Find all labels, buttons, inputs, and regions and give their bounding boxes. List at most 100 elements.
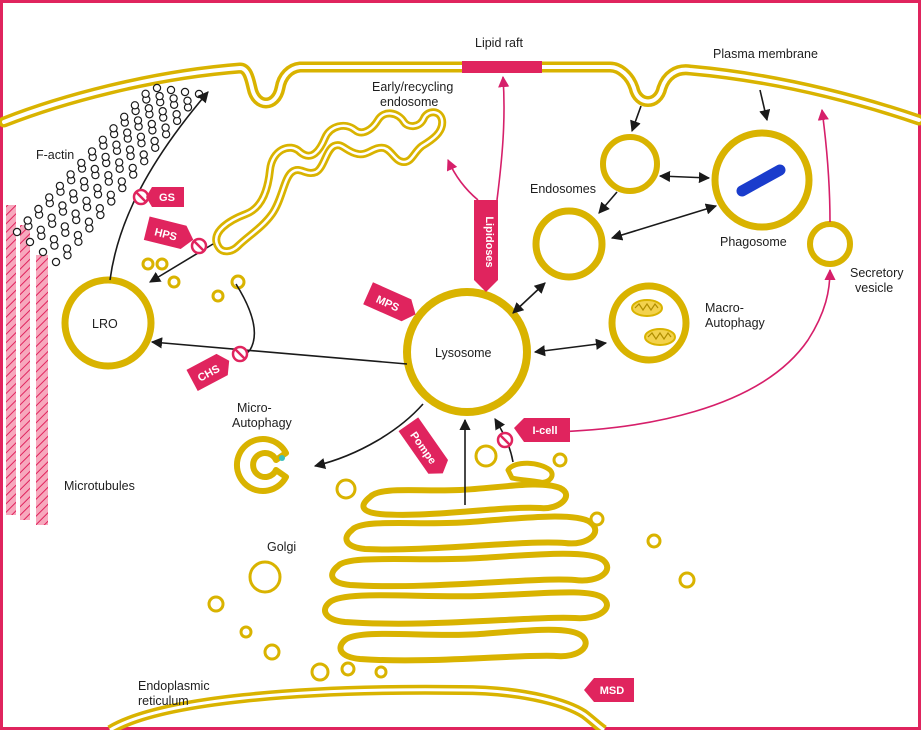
label-early-endosome: Early/recycling bbox=[372, 80, 453, 94]
label-plasma-membrane: Plasma membrane bbox=[713, 47, 818, 61]
inhibition-icon-gs bbox=[132, 188, 150, 206]
actin-monomer bbox=[180, 87, 190, 97]
actin-monomer bbox=[161, 130, 171, 139]
label-early-endosome-2: endosome bbox=[380, 95, 438, 109]
label-lro: LRO bbox=[92, 317, 118, 331]
label-endosomes: Endosomes bbox=[530, 182, 596, 196]
label-golgi: Golgi bbox=[267, 540, 296, 554]
actin-monomer bbox=[122, 128, 132, 137]
endoplasmic-reticulum bbox=[107, 684, 607, 730]
actin-monomer bbox=[55, 181, 65, 191]
actin-monomer bbox=[36, 225, 46, 234]
transport-vesicle bbox=[207, 595, 225, 613]
actin-monomer bbox=[109, 124, 118, 133]
actin-monomer bbox=[98, 135, 108, 144]
actin-monomer bbox=[152, 83, 162, 93]
label-microtubules: Microtubules bbox=[64, 479, 135, 493]
label-phagosome: Phagosome bbox=[720, 235, 787, 249]
actin-monomer bbox=[77, 158, 86, 168]
actin-monomer bbox=[169, 94, 178, 103]
tag-lipidoses: Lipidoses bbox=[474, 200, 498, 292]
tag-hps: HPS bbox=[143, 216, 194, 250]
inhibition-icon-icell bbox=[496, 431, 514, 449]
transport-vesicle bbox=[678, 571, 696, 589]
transport-vesicle bbox=[474, 444, 498, 468]
transport-vesicle bbox=[211, 289, 225, 303]
actin-monomer bbox=[85, 224, 94, 233]
inhibition-icon-hps bbox=[190, 237, 208, 255]
transport-vesicle bbox=[167, 275, 181, 289]
tag-icell: I-cell bbox=[514, 418, 570, 442]
actin-monomer bbox=[136, 132, 146, 141]
actin-monomer bbox=[133, 116, 143, 125]
transport-vesicle bbox=[263, 643, 281, 661]
actin-monomer bbox=[71, 209, 80, 218]
actin-monomer bbox=[62, 244, 72, 253]
actin-monomer bbox=[144, 103, 153, 113]
actin-monomer bbox=[96, 210, 105, 220]
label-lipid-raft: Lipid raft bbox=[475, 36, 523, 50]
actin-monomer bbox=[106, 190, 116, 199]
small-vesicles bbox=[141, 257, 696, 682]
actin-monomer bbox=[119, 112, 129, 122]
label-er: Endoplasmic bbox=[138, 679, 210, 693]
inhibition-icon bbox=[132, 188, 514, 449]
transport-vesicle bbox=[646, 533, 662, 549]
actin-monomer bbox=[93, 183, 102, 193]
actin-monomer bbox=[172, 109, 181, 119]
actin-monomer bbox=[139, 150, 148, 159]
lipid-raft bbox=[462, 61, 542, 73]
mitochondria bbox=[631, 299, 676, 346]
label-macro: Macro- bbox=[705, 301, 744, 315]
lysosome bbox=[403, 288, 531, 416]
actin-monomer bbox=[107, 197, 116, 206]
label-micro: Micro- bbox=[237, 401, 272, 415]
svg-text:HPS: HPS bbox=[153, 226, 178, 243]
label-macro-autophagy: Autophagy bbox=[705, 316, 766, 330]
transport-vesicle bbox=[552, 452, 568, 468]
actin-monomer bbox=[125, 145, 135, 154]
transport-vesicle bbox=[248, 560, 282, 594]
label-er-2: reticulum bbox=[138, 694, 189, 708]
secretory-vesicle bbox=[807, 221, 853, 267]
label-lysosome: Lysosome bbox=[435, 346, 492, 360]
golgi bbox=[322, 460, 611, 664]
transport-vesicle bbox=[155, 257, 169, 271]
actin-monomer bbox=[58, 201, 67, 210]
autophagosome bbox=[608, 282, 690, 364]
tag-chs: CHS bbox=[186, 353, 230, 392]
lipid-raft-arrows bbox=[446, 75, 836, 433]
svg-text:GS: GS bbox=[159, 192, 175, 204]
tag-pompe: Pompe bbox=[398, 417, 449, 474]
actin-monomer bbox=[128, 163, 137, 173]
actin-monomer bbox=[47, 213, 56, 222]
svg-text:MSD: MSD bbox=[600, 685, 625, 697]
actin-monomer bbox=[118, 183, 127, 193]
actin-monomer bbox=[172, 116, 182, 126]
actin-monomer bbox=[12, 227, 22, 237]
transport-vesicle bbox=[239, 625, 253, 639]
actin-monomer bbox=[82, 196, 91, 205]
tag-msd: MSD bbox=[584, 678, 634, 702]
actin-monomer bbox=[147, 119, 156, 129]
disease-tags: GS HPS Lipidoses MPS CHS Pompe I-cell M bbox=[143, 187, 634, 702]
phagosome-cargo bbox=[736, 164, 786, 197]
label-vesicle: vesicle bbox=[855, 281, 893, 295]
actin-monomer bbox=[166, 85, 176, 95]
actin-monomer bbox=[90, 164, 100, 174]
lro bbox=[61, 276, 155, 370]
actin-monomer bbox=[194, 89, 204, 99]
early-recycling-endosome bbox=[212, 108, 447, 256]
label-micro-autophagy: Autophagy bbox=[232, 416, 293, 430]
actin-monomer bbox=[68, 189, 78, 198]
actin-monomer bbox=[130, 101, 140, 110]
actin-monomer bbox=[34, 204, 43, 214]
actin-monomer bbox=[101, 152, 110, 162]
svg-text:Lipidoses: Lipidoses bbox=[483, 216, 495, 267]
micro-autophagy-cargo bbox=[279, 455, 285, 461]
actin-monomer bbox=[158, 106, 167, 116]
actin-monomer bbox=[25, 237, 35, 247]
transport-vesicle bbox=[335, 478, 357, 500]
